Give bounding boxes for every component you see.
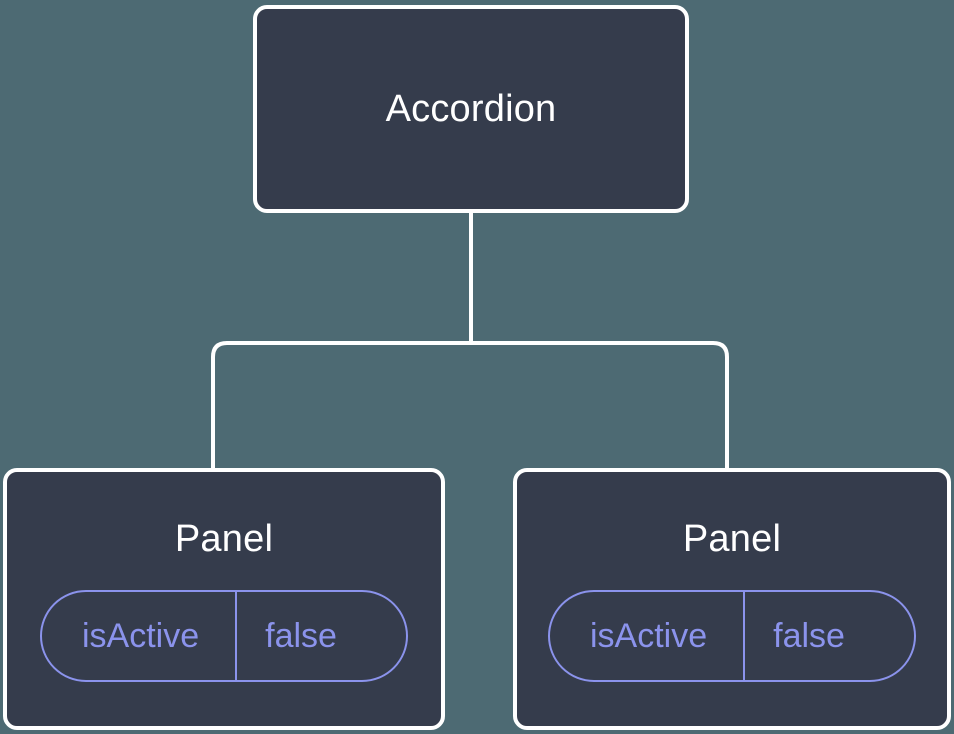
node-panel-0[interactable]: Panel isActive false xyxy=(3,468,445,730)
node-accordion[interactable]: Accordion xyxy=(253,5,689,213)
edge-accordion-to-panel-1 xyxy=(471,341,729,470)
state-badge-panel-1[interactable]: isActive false xyxy=(548,590,916,682)
node-panel-0-label: Panel xyxy=(174,518,274,560)
state-value-panel-0: false xyxy=(235,592,379,680)
edge-accordion-to-panel-0 xyxy=(211,341,471,470)
state-badge-panel-0[interactable]: isActive false xyxy=(40,590,408,682)
node-panel-1-label: Panel xyxy=(682,518,782,560)
node-accordion-label: Accordion xyxy=(385,88,557,130)
state-value-panel-1: false xyxy=(743,592,887,680)
node-panel-1[interactable]: Panel isActive false xyxy=(513,468,951,730)
state-key-panel-0: isActive xyxy=(82,617,200,655)
state-key-panel-1: isActive xyxy=(590,617,708,655)
